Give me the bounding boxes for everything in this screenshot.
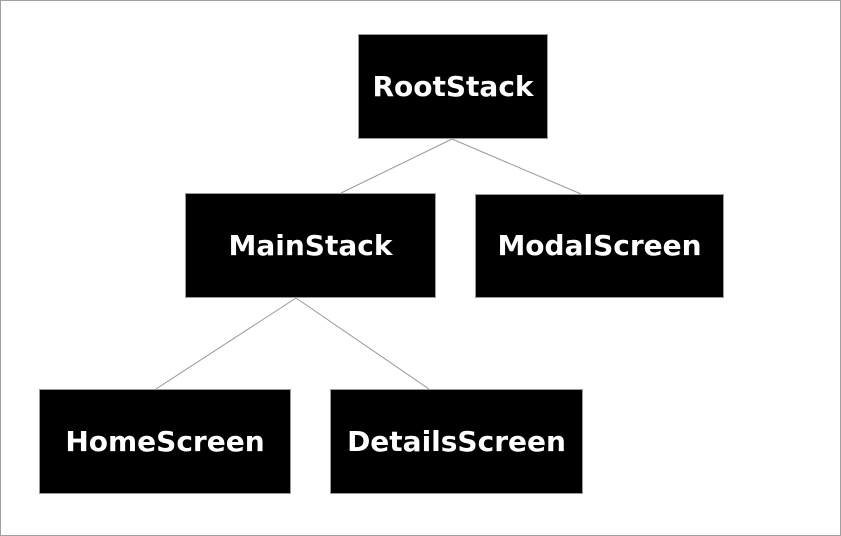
node-modal-screen-label: ModalScreen: [497, 229, 702, 262]
node-home-screen-label: HomeScreen: [65, 424, 265, 458]
node-main-stack-label: MainStack: [228, 228, 393, 262]
node-home-screen[interactable]: HomeScreen: [39, 389, 291, 494]
node-main-stack[interactable]: MainStack: [185, 193, 436, 298]
edge-main-to-details-screen: [295, 297, 430, 390]
edge-main-to-home-screen: [155, 297, 297, 390]
node-root-stack[interactable]: RootStack: [358, 34, 548, 139]
edge-root-to-main-stack: [340, 138, 453, 194]
node-modal-screen[interactable]: ModalScreen: [475, 194, 724, 298]
node-details-screen[interactable]: DetailsScreen: [330, 389, 583, 494]
edge-root-to-modal-screen: [451, 138, 582, 195]
node-root-stack-label: RootStack: [372, 69, 534, 103]
node-details-screen-label: DetailsScreen: [347, 424, 566, 458]
